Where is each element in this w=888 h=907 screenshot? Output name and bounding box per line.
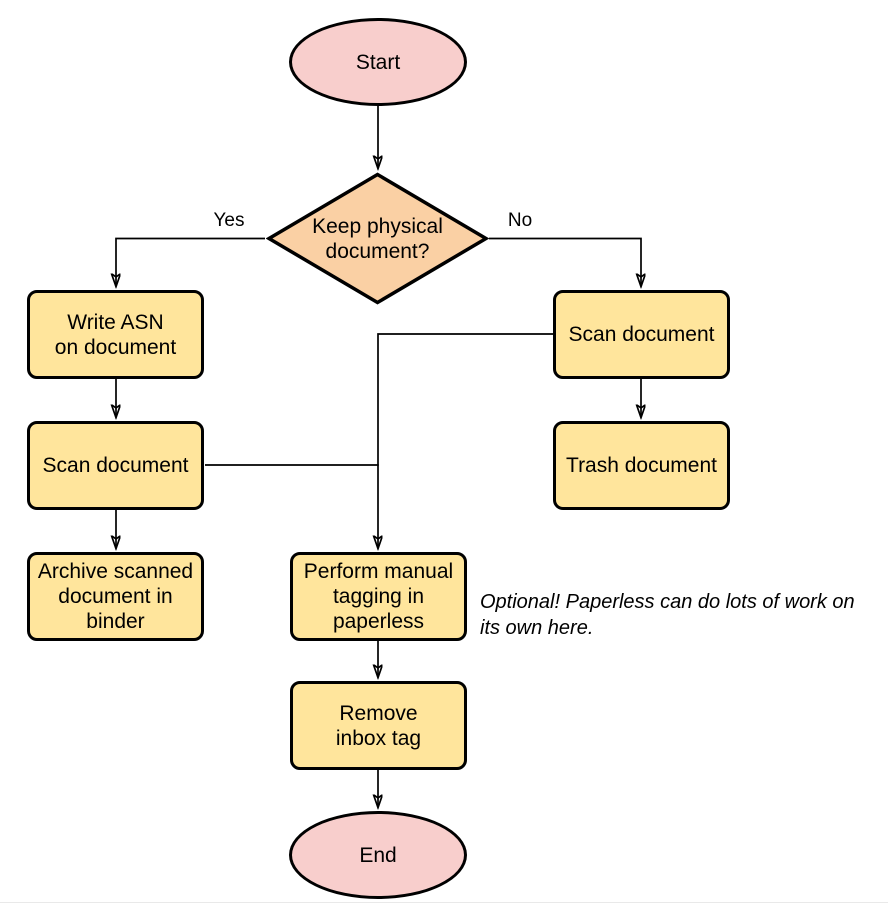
node-perform-manual-tagging: Perform manual tagging in paperless	[290, 552, 467, 641]
diamond-shape	[266, 172, 489, 305]
node-start-label: Start	[355, 50, 401, 74]
node-scan-document-right: Scan document	[553, 290, 730, 379]
bottom-divider	[0, 902, 888, 903]
node-archive-scanned-document-label: Archive scanned document in binder	[37, 560, 194, 633]
node-remove-inbox-tag: Remove inbox tag	[290, 681, 467, 770]
node-keep-physical-document: Keep physical document?	[266, 172, 489, 305]
edge-decision-no-to-scan-right	[489, 237, 641, 287]
node-write-asn: Write ASN on document	[27, 290, 204, 379]
node-remove-inbox-tag-label: Remove inbox tag	[335, 701, 422, 750]
node-archive-scanned-document: Archive scanned document in binder	[27, 552, 204, 641]
node-scan-document-right-label: Scan document	[568, 323, 715, 346]
edge-label-yes: Yes	[213, 210, 245, 231]
node-end-label: End	[359, 843, 397, 867]
node-trash-document-label: Trash document	[566, 454, 717, 477]
node-start: Start	[289, 18, 467, 106]
node-keep-physical-document-label: Keep physical document?	[312, 214, 443, 263]
edge-label-no: No	[507, 210, 533, 231]
node-end: End	[289, 811, 467, 899]
node-perform-manual-tagging-label: Perform manual tagging in paperless	[303, 560, 454, 633]
node-trash-document: Trash document	[553, 421, 730, 510]
optional-note: Optional! Paperless can do lots of work …	[480, 591, 855, 639]
node-write-asn-label: Write ASN on document	[54, 310, 177, 359]
edge-scan-right-to-manual-tagging	[378, 333, 553, 548]
node-scan-document-left: Scan document	[27, 421, 204, 510]
node-scan-document-left-label: Scan document	[42, 454, 189, 477]
edge-decision-yes-to-write-asn	[116, 237, 265, 287]
